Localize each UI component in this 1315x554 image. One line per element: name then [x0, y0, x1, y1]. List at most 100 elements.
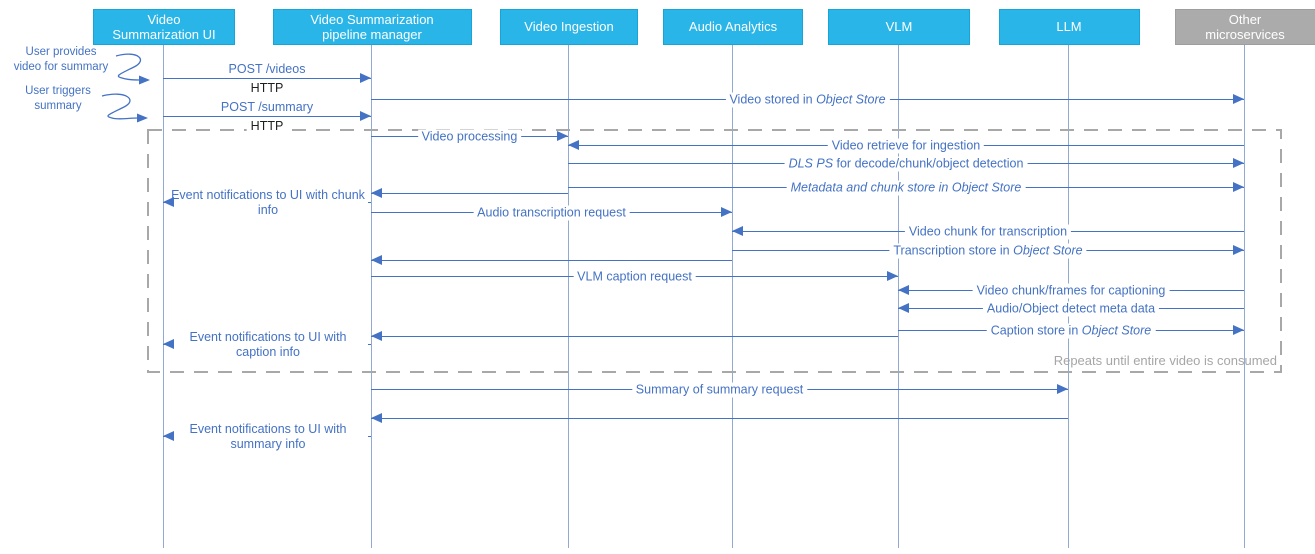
message-label: Caption store in Object Store — [986, 323, 1156, 339]
arrowhead-icon — [163, 431, 174, 441]
message-label: POST /summary — [217, 100, 317, 115]
label-line: Video Ingestion — [524, 19, 614, 35]
label-text: Caption store in — [990, 323, 1082, 338]
message-label: Video retrieve for ingestion — [827, 138, 985, 154]
message-line — [371, 193, 568, 194]
label-text: Video stored in — [729, 92, 817, 107]
arrowhead-icon — [371, 331, 382, 341]
label-line: video for summary — [13, 60, 109, 73]
arrowhead-icon — [557, 131, 568, 141]
message-label: Video chunk/frames for captioning — [972, 283, 1170, 299]
message-line — [371, 418, 1068, 419]
label-text: Audio transcription request — [477, 205, 626, 220]
label-text: Audio/Object detect meta data — [986, 301, 1156, 316]
message-line — [163, 116, 371, 117]
participant-llm: LLM — [998, 9, 1140, 45]
message-label: Video processing — [417, 129, 522, 145]
message-label: Video stored in Object Store — [725, 92, 890, 108]
message-label: Audio/Object detect meta data — [982, 301, 1160, 317]
label-text: Video chunk/frames for captioning — [976, 283, 1166, 298]
label-line: Other — [1228, 11, 1262, 27]
arrowhead-icon — [360, 73, 371, 83]
message-label: DLS PS for decode/chunk/object detection — [784, 156, 1028, 172]
message-label: Video chunk for transcription — [904, 224, 1072, 240]
participant-label: LLM — [1056, 19, 1081, 35]
arrowhead-icon — [360, 111, 371, 121]
label-line: Video Summarization — [310, 11, 434, 27]
participant-label: Video Ingestion — [524, 19, 613, 35]
message-label: Transcription store in Object Store — [889, 243, 1087, 259]
arrowhead-icon — [163, 197, 174, 207]
label-text: Video processing — [421, 129, 518, 144]
annotation-squiggle-icon — [101, 93, 148, 123]
message-sublabel: HTTP — [246, 119, 288, 134]
annotation-squiggle-icon — [115, 53, 150, 85]
label-text: POST /videos — [228, 62, 306, 76]
arrowhead-icon — [887, 271, 898, 281]
lifeline-aa — [731, 43, 733, 548]
message-label: Event notifications to UI with chunk inf… — [168, 188, 368, 218]
label-text: Transcription store in — [893, 243, 1014, 258]
label-text: DLS PS — [788, 156, 834, 171]
message-label: Audio transcription request — [473, 205, 630, 221]
label-text: Event notifications to UI with caption i… — [189, 330, 347, 359]
arrowhead-icon — [1233, 158, 1244, 168]
label-line: User triggers — [25, 85, 91, 97]
arrowhead-icon — [1057, 384, 1068, 394]
participant-aa: Audio Analytics — [663, 9, 803, 45]
loop-note: Repeats until entire video is consumed — [1053, 353, 1277, 368]
arrowhead-icon — [1233, 245, 1244, 255]
label-line: User provides — [25, 46, 97, 58]
label-text: Summary of summary request — [635, 382, 804, 397]
label-text: Object Store — [816, 92, 886, 107]
arrowhead-icon — [1233, 94, 1244, 104]
participant-label: VLM — [886, 19, 913, 35]
label-line: LLM — [1056, 19, 1082, 35]
label-text: Event notifications to UI with summary i… — [189, 422, 347, 451]
message-line — [371, 260, 732, 261]
label-text: Metadata and chunk store in Object Store — [790, 180, 1022, 195]
message-line — [371, 336, 898, 337]
arrowhead-icon — [163, 339, 174, 349]
label-text: Object Store — [1081, 323, 1152, 338]
label-text: Object Store — [1013, 243, 1083, 258]
label-line: Audio Analytics — [688, 19, 778, 35]
label-text: for decode/chunk/object detection — [833, 156, 1024, 171]
label-line: microservices — [1205, 27, 1285, 42]
label-line: VLM — [885, 19, 913, 35]
arrowhead-icon — [1233, 325, 1244, 335]
label-line: summary — [34, 99, 82, 112]
arrowhead-icon — [371, 188, 382, 198]
lifeline-vi — [567, 43, 569, 548]
arrowhead-icon — [898, 303, 909, 313]
arrowhead-icon — [568, 140, 579, 150]
label-line: Summarization UI — [112, 27, 216, 42]
message-label: Summary of summary request — [631, 382, 808, 398]
participant-vi: Video Ingestion — [500, 9, 638, 45]
message-label: Metadata and chunk store in Object Store — [786, 180, 1026, 196]
arrowhead-icon — [371, 255, 382, 265]
arrowhead-icon — [1233, 182, 1244, 192]
label-text: VLM caption request — [577, 269, 692, 284]
label-line: Video — [147, 11, 181, 27]
message-label: Event notifications to UI with caption i… — [168, 330, 368, 360]
message-label: POST /videos — [225, 62, 310, 77]
arrowhead-icon — [721, 207, 732, 217]
label-text: Video retrieve for ingestion — [831, 138, 981, 153]
participant-label: Audio Analytics — [689, 19, 777, 35]
message-sublabel: HTTP — [246, 81, 288, 96]
lifeline-ui — [162, 43, 164, 548]
arrowhead-icon — [898, 285, 909, 295]
message-label: VLM caption request — [573, 269, 696, 285]
lifeline-other — [1243, 43, 1245, 548]
lifeline-vlm — [897, 43, 899, 548]
arrowhead-icon — [732, 226, 743, 236]
annotation-user-provides-video: User provides video for summary — [14, 45, 109, 74]
participant-vlm: VLM — [828, 9, 970, 45]
arrowhead-icon — [371, 413, 382, 423]
message-line — [163, 78, 371, 79]
